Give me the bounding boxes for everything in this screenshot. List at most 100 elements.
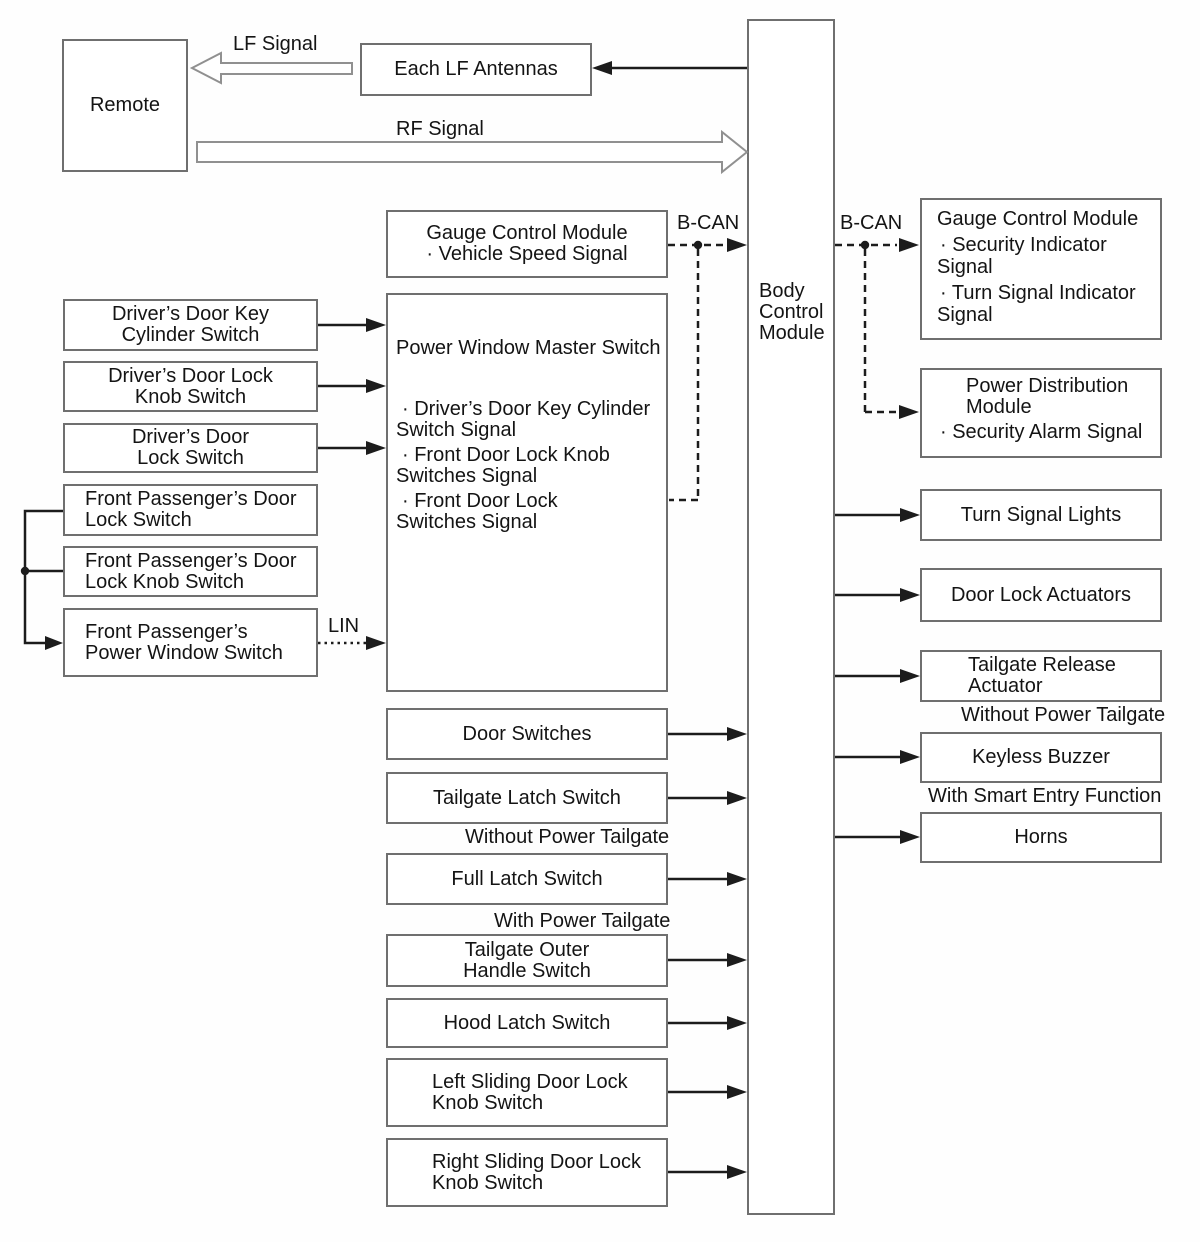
node-hood-latch-switch: Hood Latch Switch [386,998,668,1048]
node-tailgate-latch-switch: Tailgate Latch Switch [386,772,668,824]
node-label-line: Module [759,322,825,344]
node-front-passengers-door-lock-knob-switch: Front Passenger’s Door Lock Knob Switch [63,546,318,597]
arrow-lin-front-passenger-to-pwms [318,636,386,650]
node-label-line: Knob Switch [432,1171,544,1194]
node-pwms-title: Power Window Master Switch [396,337,661,359]
arrow-right-sliding-to-bcm [668,1165,747,1179]
condition-label-without-power-tailgate-mid: Without Power Tailgate [465,826,670,848]
arrow-bcm-to-each-lf-antennas [592,61,747,75]
node-turn-signal-lights: Turn Signal Lights [920,489,1162,541]
arrow-bcm-to-door-lock-actuators [835,588,920,602]
junction-dot [693,240,703,250]
node-label-line: Driver’s Door [131,426,250,448]
condition-label-without-power-tailgate-right: Without Power Tailgate [961,704,1166,726]
node-label-line: Signal [937,256,993,278]
node-left-sliding-door-lock-knob-switch: Left Sliding Door Lock Knob Switch [386,1058,668,1127]
node-label-line: Full Latch Switch [451,867,603,890]
node-gauge-control-module-mid: Gauge Control Module · Vehicle Speed Sig… [386,210,668,278]
node-body-control-module-label: Body Control Module [759,281,835,344]
node-label-line: Door Lock Actuators [950,583,1132,606]
node-power-distribution-module: Power Distribution Module · Security Ala… [920,368,1162,458]
pwms-signal-line: · Front Door Lock Knob [402,444,610,466]
pwms-signal-line: Switches Signal [396,465,538,487]
hollow-arrow-lf-signal [189,51,353,85]
node-front-passengers-door-lock-switch: Front Passenger’s Door Lock Switch [63,484,318,536]
edge-label-rf-signal: RF Signal [396,118,484,140]
arrow-tailgate-latch-to-bcm [668,791,747,805]
arrow-bracket-to-front-passenger-power-window-switch [20,566,63,650]
node-label-line: Knob Switch [432,1091,544,1114]
node-right-sliding-door-lock-knob-switch: Right Sliding Door Lock Knob Switch [386,1138,668,1207]
node-label-line: · Turn Signal Indicator [940,282,1136,304]
node-label-line: Tailgate Latch Switch [433,786,621,809]
arrow-drivers-door-lock-knob-to-pwms [318,379,386,393]
node-power-window-master-switch: Power Window Master Switch · Driver’s Do… [386,293,668,692]
junction-dot [20,566,30,576]
condition-label-with-smart-entry-function: With Smart Entry Function [928,785,1162,807]
junction-dot [860,240,870,250]
node-label-line: Gauge Control Module [937,208,1139,230]
node-label-line: Front Passenger’s Door [85,488,297,510]
node-label-line: · Security Indicator [940,234,1107,256]
arrow-bcm-to-tailgate-release-actuator [835,669,920,683]
node-horns: Horns [920,812,1162,863]
node-label-line: Keyless Buzzer [972,746,1110,768]
node-label-line: Right Sliding Door Lock [432,1150,641,1173]
arrow-bcm-to-turn-signal-lights [835,508,920,522]
node-drivers-door-lock-switch: Driver’s Door Lock Switch [63,423,318,473]
node-drivers-door-key-cylinder-switch: Driver’s Door Key Cylinder Switch [63,299,318,351]
arrow-hood-latch-to-bcm [668,1016,747,1030]
node-label-line: Signal [937,304,993,326]
node-label-line: Lock Switch [85,509,192,531]
arrow-left-sliding-to-bcm [668,1085,747,1099]
node-gauge-control-module-mid-bullet: · Vehicle Speed Signal [426,243,628,265]
edge-label-lf-signal: LF Signal [233,33,318,55]
node-label-line: · Security Alarm Signal [940,421,1143,443]
node-remote-label: Remote [89,94,161,116]
edge-label-bcan-left: B-CAN [677,212,740,234]
node-remote: Remote [62,39,188,172]
arrow-tailgate-outer-handle-to-bcm [668,953,747,967]
node-label-line: Left Sliding Door Lock [432,1070,628,1093]
node-drivers-door-lock-knob-switch: Driver’s Door Lock Knob Switch [63,361,318,412]
edge-label-lin: LIN [328,615,360,637]
arrow-door-switches-to-bcm [668,727,747,741]
node-label-line: Lock Knob Switch [85,570,244,593]
node-label-line: Turn Signal Lights [960,503,1122,526]
node-full-latch-switch: Full Latch Switch [386,853,668,905]
pwms-signal-line: Switch Signal [396,419,517,441]
node-label-line: Control [759,301,824,323]
node-label-line: Power Window Switch [85,641,283,664]
arrow-drivers-door-key-cylinder-to-pwms [318,318,386,332]
bus-bcan-right [835,238,919,419]
arrow-full-latch-to-bcm [668,872,747,886]
node-label-line: Handle Switch [463,959,591,982]
node-label-line: Body [759,280,805,302]
node-label-line: Front Passenger’s [85,620,248,643]
node-keyless-buzzer: Keyless Buzzer [920,732,1162,783]
node-label-line: Module [966,396,1032,418]
node-label-line: Horns [1014,826,1068,848]
node-label-line: Tailgate Release [968,654,1116,676]
node-gauge-control-module-mid-title: Gauge Control Module [426,222,628,244]
arrow-bcm-to-keyless-buzzer [835,750,920,764]
node-label-line: Front Passenger’s Door [85,549,297,572]
node-each-lf-antennas: Each LF Antennas [360,43,592,96]
node-label-line: Cylinder Switch [121,324,260,346]
node-label-line: Driver’s Door Key [111,303,270,325]
node-tailgate-outer-handle-switch: Tailgate Outer Handle Switch [386,934,668,987]
node-label-line: Door Switches [462,722,592,745]
node-body-control-module [747,19,835,1215]
edge-label-bcan-right: B-CAN [840,212,903,234]
node-label-line: Tailgate Outer [464,938,590,961]
arrow-drivers-door-lock-switch-to-pwms [318,441,386,455]
node-label-line: Driver’s Door Lock [108,364,273,387]
node-pwms-signal-list: · Driver’s Door Key Cylinder Switch Sign… [388,399,666,533]
node-label-line: Power Distribution [966,375,1129,397]
pwms-signal-line: Switches Signal [396,511,538,533]
node-gauge-control-module-right: Gauge Control Module · Security Indicato… [920,198,1162,340]
node-door-switches: Door Switches [386,708,668,760]
node-door-lock-actuators: Door Lock Actuators [920,568,1162,622]
bracket-front-passenger-switches [23,509,63,645]
